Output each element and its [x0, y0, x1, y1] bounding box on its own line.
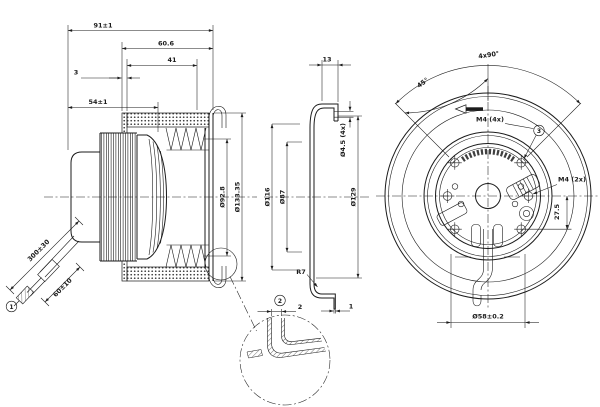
detail-view: 2 2	[229, 276, 331, 406]
motor-cooling-ribs	[101, 133, 136, 261]
dim-hole-pattern: 4x90°	[395, 50, 582, 158]
detail-connector-line	[229, 276, 257, 332]
callout-1-label: 1	[9, 304, 13, 311]
impeller	[121, 106, 238, 288]
rating-label-slot	[436, 202, 468, 226]
cable-j-hook	[472, 229, 493, 307]
sheet-section-outer	[267, 318, 326, 358]
impeller-rim-top	[126, 112, 210, 128]
callout-2: 2	[274, 294, 286, 307]
embossed-label-band	[460, 148, 516, 162]
dim-impeller-depth: 41	[126, 56, 198, 111]
dim-bolt-circle: Ø58±0.2	[437, 254, 539, 328]
dim-hole-offset-label: 27.5	[553, 204, 561, 221]
flange-hole-edges	[334, 111, 338, 118]
blade-edges-bottom	[165, 244, 207, 268]
dim-mounting-holes: Ø4.5 (4x)	[338, 101, 354, 157]
dim-outer-diameter: Ø129	[316, 115, 362, 279]
rear-view: 45° 4x90° M4 (4x) 3 M4 (2x) 27.5	[376, 50, 600, 328]
label-m4-2x: M4 (2x)	[532, 176, 586, 195]
cable-exit	[455, 224, 520, 307]
callout-3: 3	[533, 124, 545, 137]
dim-total-depth-label: 91±1	[93, 22, 112, 30]
dim-motor-diameter: Ø92.8	[204, 138, 231, 257]
airflow-arrow-icon	[454, 104, 467, 114]
dim-hole-offset: 27.5	[528, 195, 572, 230]
dim-bore-diameter-label: Ø87	[279, 190, 287, 205]
dim-motor-diameter-label: Ø92.8	[219, 186, 227, 208]
dim-total-depth: 91±1	[67, 22, 214, 150]
dim-flange-radius-label: R7	[296, 268, 306, 276]
dim-impeller-depth-label: 41	[167, 56, 177, 64]
impeller-rim-bottom	[126, 266, 210, 282]
impeller-back-disc-bottom	[121, 260, 128, 282]
dim-plate-thickness: 3	[74, 69, 140, 80]
dim-housing-depth-label: 60.6	[158, 40, 175, 48]
earth-terminal	[519, 206, 534, 221]
dim-flange-radius: R7	[296, 268, 318, 288]
mounting-holes-4x	[447, 155, 529, 237]
blade-edges-top	[165, 127, 207, 151]
sheet-section-edge	[246, 349, 263, 359]
callout-3-label: 3	[537, 128, 541, 135]
dim-housing-depth: 60.6	[121, 40, 214, 111]
label-m4-4x-text: M4 (4x)	[476, 116, 504, 124]
detail-view-border	[239, 314, 331, 406]
rotor-dome	[137, 134, 168, 260]
dim-lip-thickness: 1	[321, 303, 354, 314]
dim-inner-diameter-label: Ø116	[264, 187, 272, 207]
dim-impeller-diameter: Ø133.35	[214, 112, 246, 282]
dim-wall-thickness-label: 2	[298, 303, 303, 311]
dim-cable-length-label: 300±30	[26, 238, 52, 264]
callout-1: 1	[5, 300, 18, 313]
dim-bolt-circle-label: Ø58±0.2	[472, 313, 504, 321]
dim-wall-thickness: 2	[257, 303, 303, 316]
dim-motor-depth: 54±1	[67, 98, 159, 132]
dim-cable-strip: 60±10	[40, 262, 85, 307]
section-view: 13 Ø4.5 (4x) Ø116 Ø87 Ø129 R7	[264, 56, 371, 314]
dim-outer-diameter-label: Ø129	[350, 187, 358, 207]
side-view: 91±1 60.6 41 3 54±1 Ø92.8	[5, 22, 257, 313]
dim-flange-width: 13	[309, 56, 351, 102]
inlet-ring-top-section	[208, 106, 227, 128]
sheet-section-inner	[281, 318, 322, 345]
dim-cable-strip-label: 60±10	[51, 276, 74, 299]
dim-lip-thickness-label: 1	[349, 303, 354, 311]
dim-plate-thickness-label: 3	[74, 69, 79, 77]
detail-reference-circle	[204, 247, 238, 281]
motor-body	[70, 132, 168, 262]
shaft-bore	[475, 183, 501, 209]
callout-2-label: 2	[278, 298, 282, 305]
label-m4-2x-text: M4 (2x)	[558, 176, 586, 184]
dim-flange-width-label: 13	[322, 56, 331, 64]
dim-mounting-holes-label: Ø4.5 (4x)	[339, 123, 347, 157]
dim-motor-depth-label: 54±1	[88, 98, 107, 106]
dim-bore-diameter: Ø87	[279, 141, 302, 253]
connector-slot	[506, 174, 540, 200]
label-m4-4x: M4 (4x)	[476, 116, 537, 159]
impeller-back-disc-top	[121, 112, 128, 134]
rotor-dome-ribs	[148, 138, 164, 256]
dim-hole-pattern-label: 4x90°	[478, 50, 500, 61]
dim-inner-diameter: Ø116	[264, 123, 300, 271]
dim-impeller-diameter-label: Ø133.35	[234, 181, 242, 212]
